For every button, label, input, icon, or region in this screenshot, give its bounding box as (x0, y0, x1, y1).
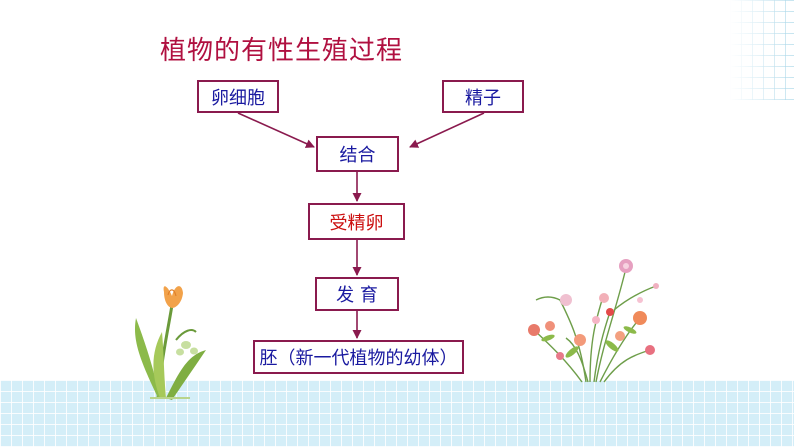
node-development: 发 育 (315, 277, 399, 311)
slide-title: 植物的有性生殖过程 (160, 36, 404, 66)
arrow-egg-to-fusion (237, 112, 315, 148)
node-embryo: 胚（新一代植物的幼体） (253, 340, 464, 374)
arrow-sperm-to-fusion (409, 112, 485, 148)
node-fusion: 结合 (316, 136, 399, 172)
node-egg-cell: 卵细胞 (197, 80, 279, 113)
grid-background-band (0, 380, 794, 447)
grid-background-corner (730, 0, 794, 100)
node-zygote: 受精卵 (308, 203, 405, 240)
node-sperm: 精子 (442, 80, 524, 113)
